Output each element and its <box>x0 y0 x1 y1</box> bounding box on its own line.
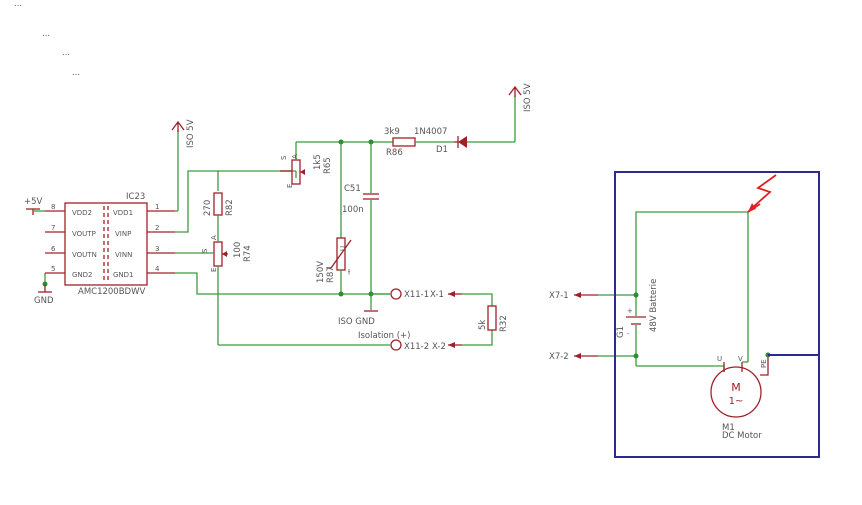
r74-name: R74 <box>243 245 253 262</box>
pin-name-voutp: VOUTP <box>72 230 96 238</box>
g1-name: G1 <box>616 326 626 338</box>
pin-num-6: 6 <box>51 245 56 253</box>
iso5v-supply-right: ISO 5V <box>508 83 533 142</box>
g1-value: 48V Batterie <box>649 279 659 332</box>
pin-name-vdd1: VDD1 <box>113 209 133 217</box>
wire-vinp <box>175 170 219 233</box>
iso5v-left-label: ISO 5V <box>186 119 196 148</box>
x7-1-label: X7-1 <box>549 291 569 301</box>
pin-num-7: 7 <box>51 224 55 232</box>
r65-pin-a: A <box>291 154 299 159</box>
x-1-label: X-1 <box>430 290 444 300</box>
r74-pin-s: S <box>201 248 209 253</box>
r87-value: 150V <box>316 261 326 283</box>
r74-value: 100 <box>233 242 243 258</box>
pin-num-1: 1 <box>155 203 159 211</box>
r82-value: 270 <box>203 200 213 216</box>
pin-name-gnd2: GND2 <box>72 271 93 279</box>
x7-1-connector: X7-1 <box>549 291 636 301</box>
isolation-label: Isolation (+) <box>358 331 410 341</box>
x-2-label: X-2 <box>432 342 446 352</box>
d1-value: 1N4007 <box>414 127 447 137</box>
m1-pin-v: V <box>738 355 743 363</box>
gnd-label: GND <box>34 296 54 306</box>
x7-2-label: X7-2 <box>549 352 569 362</box>
r32-name: R32 <box>499 315 509 332</box>
m1-pin-pe: PE <box>760 359 768 368</box>
dots-3: ... <box>62 48 70 58</box>
r86-name: R86 <box>386 148 403 158</box>
r87-mark: U <box>339 246 347 251</box>
c51-name: C51 <box>344 184 361 194</box>
dots-4: ... <box>72 68 80 78</box>
ic23-body <box>64 202 148 286</box>
r32-resistor: 5k R32 <box>478 305 509 332</box>
pin-num-3: 3 <box>155 245 159 253</box>
c51-capacitor: C51 100n <box>342 142 379 294</box>
iso5v-right-label: ISO 5V <box>523 83 533 112</box>
ic23: 8 7 6 5 1 2 3 4 VDD2 VOUTP VOUTN GND2 VD… <box>45 192 175 297</box>
dots-1: ... <box>14 0 22 9</box>
r65-pin-e: E <box>286 184 294 188</box>
r65-name: R65 <box>323 157 333 174</box>
x11-2-connector: X11-2 X-2 Isolation (+) <box>218 330 493 352</box>
motor-frame <box>614 171 820 458</box>
r82-name: R82 <box>225 199 235 216</box>
plus5v-supply: +5V <box>24 197 45 215</box>
x7-2-connector: X7-2 <box>549 352 636 362</box>
r87-varistor: U 150V R87 ⫲ <box>316 142 352 294</box>
r87-name: R87 <box>326 266 336 283</box>
m1-motor: U V PE M 1~ M1 DC Motor <box>636 222 820 441</box>
r74-pin-a: A <box>210 235 218 240</box>
iso5v-supply-left: ISO 5V <box>171 119 196 212</box>
wire-gnd1 <box>175 272 390 295</box>
gnd-symbol: GND <box>34 273 54 306</box>
ic23-value: AMC1200BDWV <box>78 287 145 297</box>
pin-num-4: 4 <box>155 265 160 273</box>
pin-num-2: 2 <box>155 224 159 232</box>
r65-pin-s: S <box>280 155 288 160</box>
ic23-name: IC23 <box>126 192 145 202</box>
pin-name-vdd2: VDD2 <box>72 209 92 217</box>
m1-value: DC Motor <box>722 431 762 441</box>
r65-trimmer: S A E 1k5 R65 <box>280 142 333 188</box>
r82-resistor: 270 R82 <box>203 192 235 233</box>
m1-sub: 1~ <box>729 396 744 407</box>
svg-text:-: - <box>627 330 630 338</box>
pin-name-voutn: VOUTN <box>72 251 97 259</box>
c51-value: 100n <box>342 205 364 215</box>
m1-symbol: M <box>731 381 741 394</box>
svg-text:+: + <box>627 307 633 315</box>
x11-1-label: X11-1 <box>404 290 429 300</box>
x11-1-connector: X11-1 X-1 <box>371 288 493 306</box>
r74-pin-e: E <box>210 268 218 272</box>
x11-2-label: X11-2 <box>404 342 429 352</box>
d1-name: D1 <box>436 145 448 155</box>
m1-pin-u: U <box>717 355 722 363</box>
pin-name-vinn: VINN <box>115 251 132 259</box>
pin-num-5: 5 <box>51 265 55 273</box>
iso-gnd-symbol: ISO GND <box>338 294 378 327</box>
dots-2: ... <box>42 29 50 39</box>
iso-gnd-label: ISO GND <box>338 317 375 327</box>
d1-diode: 1N4007 D1 <box>414 127 515 155</box>
r86-resistor: 3k9 R86 <box>384 127 454 158</box>
plus5v-label: +5V <box>24 197 43 207</box>
svg-text:⫲: ⫲ <box>348 268 351 276</box>
r65-value: 1k5 <box>313 154 323 170</box>
g1-battery: + - G1 48V Batterie <box>616 211 749 366</box>
pin-num-8: 8 <box>51 203 55 211</box>
pin-name-vinp: VINP <box>115 230 131 238</box>
junction-r87 <box>338 291 344 297</box>
r32-value: 5k <box>478 320 488 330</box>
r86-value: 3k9 <box>384 127 400 137</box>
m1-name: M1 <box>722 423 735 433</box>
pin-name-gnd1: GND1 <box>113 271 134 279</box>
